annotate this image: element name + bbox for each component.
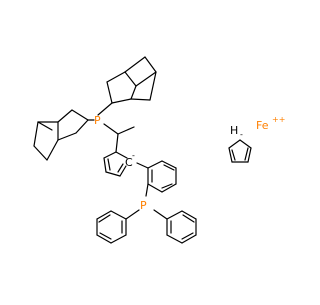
cyclopentadienyl-substituted [103, 151, 128, 177]
phenyl-right [153, 209, 197, 244]
phenyl-left [96, 209, 140, 244]
phenylene-ring [136, 160, 177, 197]
cp-hydrogen: H [230, 124, 238, 137]
carbanion-atom: C [125, 156, 133, 169]
phosphorus-atom-lower: P [140, 199, 147, 212]
structure-canvas: P C - P [33, 56, 285, 244]
p-upper-bonds [87, 119, 135, 153]
carbanion-charge: - [132, 151, 135, 160]
norbornyl-left [33, 109, 89, 161]
phosphorus-atom-upper: P [94, 114, 101, 127]
norbornyl-upper [97, 56, 157, 116]
cp-charge: - [240, 130, 243, 139]
iron-charge: ++ [272, 115, 285, 124]
iron-atom: Fe [256, 119, 269, 132]
cyclopentadienyl-free [228, 139, 252, 163]
molecule-diagram: P C - P [33, 56, 285, 244]
